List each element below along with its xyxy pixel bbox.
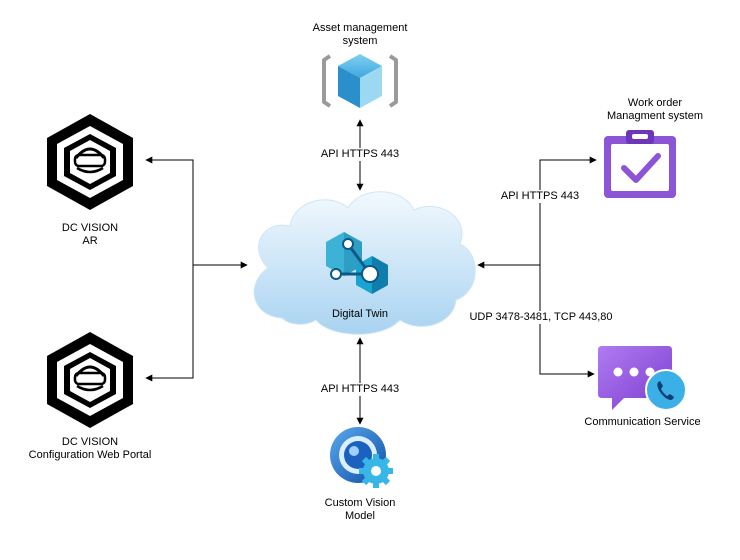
edge-workorder-bus — [539, 156, 597, 378]
chat-phone-icon — [598, 346, 687, 411]
vr-headset-hex-icon — [47, 114, 133, 210]
digital-twin-label: Digital Twin — [331, 308, 389, 320]
communication-service-label: Communication Service — [584, 416, 701, 428]
clipboard-check-icon — [604, 130, 676, 198]
edge-label-asset: API HTTPS 443 — [310, 148, 410, 161]
digital-twin-icon — [326, 232, 388, 294]
edge-label-workorder: API HTTPS 443 — [494, 190, 586, 203]
asset-management-label: Asset management system — [312, 22, 408, 47]
edge-ar-bus — [145, 156, 194, 382]
cube-icon — [322, 54, 398, 108]
custom-vision-label: Custom Vision Model — [324, 497, 396, 522]
dc-vision-portal-label: DC VISION Configuration Web Portal — [28, 436, 152, 461]
dc-vision-ar-label: DC VISION AR — [61, 222, 119, 247]
edge-label-communication: UDP 3478-3481, TCP 443,80 — [466, 311, 616, 324]
vr-headset-hex-icon — [47, 332, 133, 428]
edge-label-custom-vision: API HTTPS 443 — [310, 383, 410, 396]
eye-gear-icon — [330, 427, 393, 488]
work-order-label: Work order Managment system — [607, 97, 703, 122]
